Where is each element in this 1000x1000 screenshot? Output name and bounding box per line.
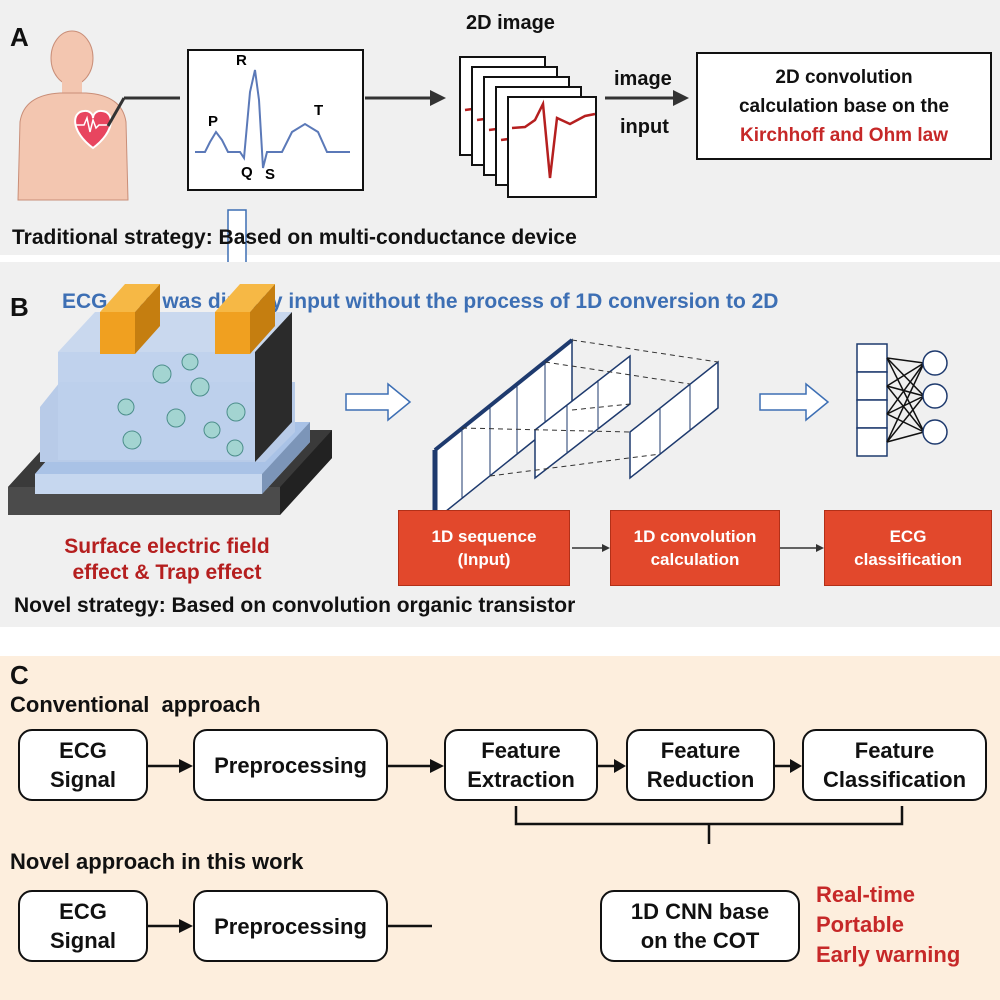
panel-b-letter: B [10, 292, 29, 322]
benefit-real-time: Real-time [816, 882, 916, 907]
flow-box-2-line1: 1D convolution [633, 527, 757, 546]
ecg-label-r: R [236, 52, 247, 69]
novel-step-1-line1: ECG [59, 899, 107, 924]
flow-arrow-2-icon [759, 382, 830, 422]
conventional-step-feature-extraction: Feature Extraction [444, 729, 598, 801]
ecg-waveform [195, 69, 350, 169]
panel-c-letter: C [10, 660, 29, 690]
panel-a-letter: A [10, 22, 29, 52]
flow-arrow-1-icon [345, 382, 412, 422]
device-effect-line1: Surface electric field [64, 535, 270, 558]
panel-c-graphics [148, 759, 904, 933]
conventional-step-3-line1: Feature [481, 738, 561, 763]
conventional-step-feature-reduction: Feature Reduction [626, 729, 775, 801]
conventional-step-1-line2: Signal [49, 767, 116, 792]
novel-approach-title: Novel approach in this work [10, 849, 304, 874]
conventional-step-2-line1: Preprocessing [214, 752, 367, 778]
conventional-step-5-line2: Classification [822, 767, 967, 792]
image-stack-title: 2D image [466, 12, 555, 34]
benefit-early-warning: Early warning [816, 942, 961, 967]
flow-box-2-line2: calculation [650, 550, 740, 569]
novel-step-1-line2: Signal [49, 928, 116, 953]
panel-a: A [0, 0, 1000, 339]
flow-box-1d-convolution: 1D convolution calculation [610, 510, 780, 586]
image-stack [459, 56, 597, 198]
conventional-step-ecg-signal: ECG Signal [18, 729, 148, 801]
panel-c: C Conventional approach ECG Signal Prepr… [0, 656, 1000, 1000]
organic-transistor-device-icon [8, 284, 332, 515]
ecg-label-q: Q [241, 164, 253, 181]
conventional-step-4-line2: Reduction [646, 767, 755, 792]
conventional-step-4-line1: Feature [660, 738, 741, 763]
human-figure-icon [17, 30, 129, 201]
conventional-step-preprocessing: Preprocessing [193, 729, 388, 801]
panel-a-graphics [17, 30, 689, 339]
novel-strategy-text: Novel strategy: Based on convolution org… [14, 594, 576, 617]
flow-box-ecg-classification: ECG classification [824, 510, 992, 586]
novel-step-3-line2: on the COT [640, 928, 760, 953]
device-effect-label: Surface electric field effect & Trap eff… [22, 534, 312, 586]
flow-box-1-line1: 1D sequence [431, 527, 537, 546]
conv-2d-line1: 2D convolution [775, 66, 913, 88]
novel-benefits-list: Real-time Portable Early warning [816, 880, 960, 970]
panel-b: B ECG data was directly input without th… [0, 262, 1000, 627]
device-effect-line2: effect & Trap effect [72, 561, 262, 584]
novel-step-2-line1: Preprocessing [214, 913, 367, 939]
conv-2d-line2: calculation base on the [738, 95, 950, 117]
neural-network-icon [856, 343, 948, 457]
heart-icon [74, 109, 112, 150]
conventional-step-5-line1: Feature [854, 738, 935, 763]
conv-1d-illustration [432, 338, 719, 522]
conv-2d-line3: Kirchhoff and Ohm law [740, 124, 948, 146]
benefit-portable: Portable [816, 912, 905, 937]
conv-2d-box: 2D convolution calculation base on the K… [696, 52, 992, 160]
traditional-strategy-text: Traditional strategy: Based on multi-con… [12, 226, 577, 249]
panel-b-graphics [8, 284, 948, 552]
novel-step-3-line1: 1D CNN base [630, 899, 770, 924]
ecg-waveform-box [187, 49, 364, 191]
ecg-label-t: T [314, 102, 324, 119]
conventional-step-3-line2: Extraction [467, 767, 575, 792]
novel-step-1d-cnn: 1D CNN base on the COT [600, 890, 800, 962]
flow-box-3-line2: classification [854, 550, 962, 569]
conventional-step-1-line1: ECG [59, 738, 107, 763]
flow-box-1-line2: (Input) [457, 550, 511, 569]
flow-box-3-line1: ECG [889, 527, 927, 546]
flow-box-1d-sequence: 1D sequence (Input) [398, 510, 570, 586]
novel-step-ecg-signal: ECG Signal [18, 890, 148, 962]
ecg-label-p: P [208, 113, 219, 130]
image-arrow-label-top: image [614, 68, 672, 90]
ecg-label-s: S [265, 166, 276, 183]
image-arrow-label-bottom: input [620, 116, 669, 138]
conventional-approach-title: Conventional approach [10, 692, 261, 717]
conventional-step-feature-classification: Feature Classification [802, 729, 987, 801]
novel-step-preprocessing: Preprocessing [193, 890, 388, 962]
